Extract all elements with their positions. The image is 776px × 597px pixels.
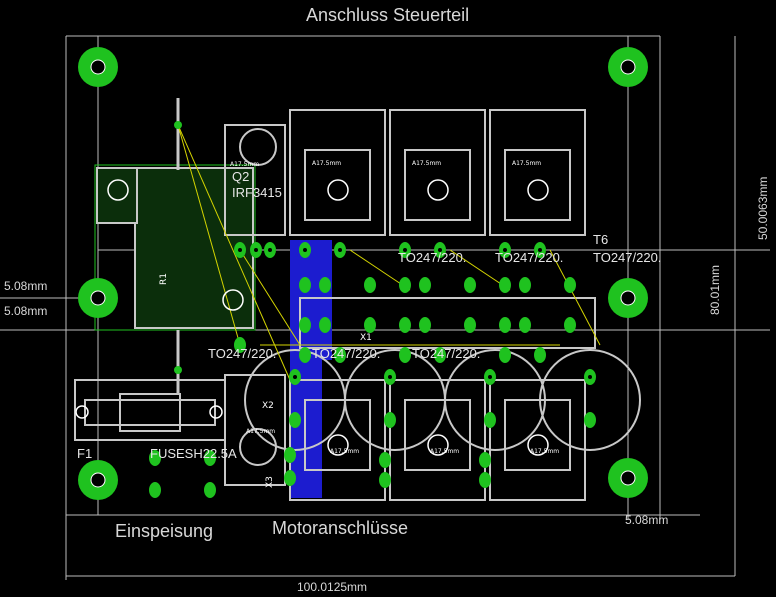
label-t6-package: TO247/220. <box>593 250 661 265</box>
hole-label-1: A17.5mm <box>312 160 341 167</box>
dim-height: 80.01mm <box>708 265 722 315</box>
label-f1: F1 <box>77 446 92 461</box>
title-top: Anschluss Steuerteil <box>306 5 469 25</box>
dim-bottom-right: 5.08mm <box>625 513 668 527</box>
r1-tab <box>96 167 138 224</box>
r1-body <box>134 167 254 329</box>
pad-holes <box>238 248 592 379</box>
dim-height-right: 50.0063mm <box>756 177 770 240</box>
label-q2: Q2 <box>232 169 249 184</box>
label-x2: X2 <box>262 401 274 411</box>
hole-label-4: A17.5mm <box>246 428 275 435</box>
label-fuse: FUSESH22.5A <box>150 446 237 461</box>
label-x1: X1 <box>360 333 372 343</box>
dim-left-b: 5.08mm <box>4 304 47 318</box>
dim-width: 100.0125mm <box>297 580 367 594</box>
label-package-e: TO247/220. <box>412 346 480 361</box>
transistor-outlines-top <box>224 109 586 236</box>
dim-left-a: 5.08mm <box>4 279 47 293</box>
label-r1: R1 <box>159 273 169 285</box>
fuse-holder <box>74 379 226 441</box>
label-package-a: TO247/220. <box>398 250 466 265</box>
mounting-holes <box>75 47 648 500</box>
component-pads <box>149 121 596 498</box>
label-package-c: TO247/220. <box>208 346 276 361</box>
label-package-d: TO247/220. <box>312 346 380 361</box>
label-t6: T6 <box>593 232 608 247</box>
hole-label-3: A17.5mm <box>512 160 541 167</box>
title-einspeisung: Einspeisung <box>115 521 213 541</box>
hole-label-q2: A17.5mm <box>230 161 259 168</box>
label-x3: X3 <box>265 476 275 488</box>
label-irf3415: IRF3415 <box>232 185 282 200</box>
hole-label-7: A17.5mm <box>530 448 559 455</box>
transistor-outlines-bottom <box>224 297 596 501</box>
copper-pour-2 <box>318 240 332 360</box>
hole-label-6: A17.5mm <box>430 448 459 455</box>
hole-label-2: A17.5mm <box>412 160 441 167</box>
label-package-b: TO247/220. <box>495 250 563 265</box>
capacitor-outlines <box>239 128 641 466</box>
title-motoranschluesse: Motoranschlüsse <box>272 518 408 538</box>
hole-label-5: A17.5mm <box>330 448 359 455</box>
